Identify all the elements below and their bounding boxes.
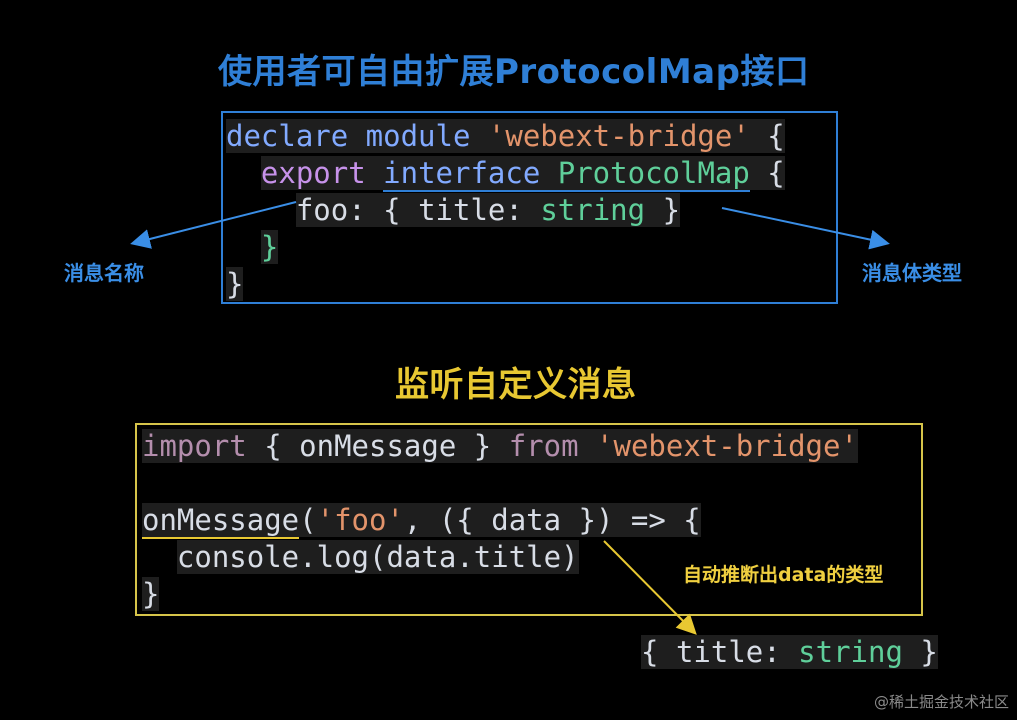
code-function: onMessage [142,503,300,539]
annotation-message-body-type: 消息体类型 [862,261,962,285]
top-title: 使用者可自由扩展ProtocolMap接口 [218,52,810,92]
code-param: data [491,503,562,537]
code-line-close: } [142,576,160,613]
watermark: @稀土掘金技术社区 [873,693,1009,711]
code-punct: , ({ [403,503,474,537]
bottom-title: 监听自定义消息 [395,365,637,405]
code-prop: title: [675,635,781,669]
code-string: 'foo' [316,503,404,537]
code-type: string [540,193,646,227]
protocolmap-code-box [221,111,838,304]
code-line-export: export interface ProtocolMap { [226,155,785,192]
code-message-key: foo: [295,193,366,227]
code-brace: } [142,577,160,611]
code-brace: { [767,156,785,190]
code-punct: }) => { [578,503,701,537]
annotation-inferred-type: 自动推断出data的类型 [683,564,884,586]
arrow-to-message-name [130,201,297,249]
code-brace: } [662,193,681,227]
code-keyword: declare module [226,119,471,153]
code-brace: } [260,230,279,264]
code-paren: ( [299,503,317,537]
inferred-type-code: { title: string } [641,634,938,671]
code-identifier: console [176,540,300,574]
code-line-foo: foo: { title: string } [226,192,681,229]
code-brace: } [226,267,244,301]
code-keyword-interface: interface [383,156,541,192]
code-line-import: import { onMessage } from 'webext-bridge… [142,428,858,465]
code-type-name: ProtocolMap [557,156,750,192]
code-call: log(data.title) [316,540,579,574]
code-line-console: console.log(data.title) [142,539,579,576]
code-identifier: onMessage [299,429,457,463]
code-line-close-inner: } [226,229,279,266]
code-line-close-outer: } [226,266,244,303]
code-string: 'webext-bridge' [487,119,750,153]
annotation-message-name: 消息名称 [64,261,144,285]
code-dot: . [299,540,317,574]
code-brace: { [383,193,401,227]
code-keyword: import [142,429,247,463]
arrow-to-inferred-type [603,540,697,635]
code-brace: { [264,429,282,463]
code-line-onmessage: onMessage('foo', ({ data }) => { [142,502,701,539]
code-keyword: export [260,156,366,190]
code-brace: { [767,119,785,153]
code-brace: { [641,635,659,669]
arrow-to-body-type [721,207,890,250]
onmessage-code-box [135,423,923,616]
code-line-declare: declare module 'webext-bridge' { [226,118,785,155]
code-brace: } [473,429,492,463]
code-prop: title: [418,193,523,227]
code-brace: } [920,635,938,669]
code-keyword: from [508,429,579,463]
code-type: string [798,635,903,669]
code-string: 'webext-bridge' [596,429,858,463]
